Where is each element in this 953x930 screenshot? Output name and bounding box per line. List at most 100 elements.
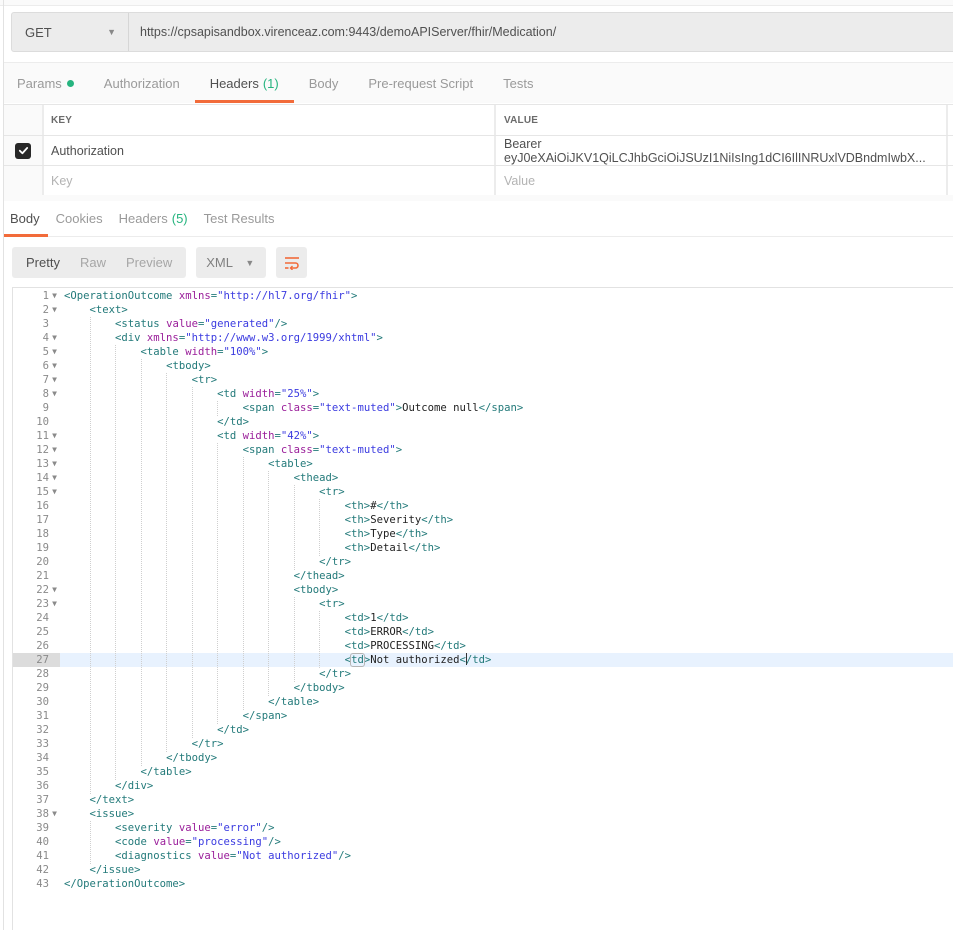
indent-guide: [191, 471, 218, 486]
format-label: XML: [206, 255, 233, 270]
fold-toggle-icon[interactable]: ▼: [52, 375, 57, 384]
code-content: <span class="text-muted">Outcome null</s…: [60, 401, 523, 416]
fold-toggle-icon[interactable]: ▼: [52, 431, 57, 440]
tab-authorization[interactable]: Authorization: [89, 63, 195, 103]
url-input[interactable]: https://cpsapisandbox.virenceaz.com:9443…: [140, 25, 557, 39]
indent-guide: [191, 569, 218, 584]
indent-guide: [242, 485, 269, 500]
code-line: 19 <th>Detail</th>: [13, 541, 953, 556]
tab-body[interactable]: Body: [294, 63, 354, 103]
indent-guide: [140, 527, 167, 542]
tab-response-body[interactable]: Body: [4, 201, 48, 237]
column-header-value: VALUE: [494, 105, 946, 135]
indent-guide: [64, 402, 90, 414]
xml-token-tag: </OperationOutcome>: [64, 878, 186, 890]
fold-toggle-icon[interactable]: ▼: [52, 445, 57, 454]
code-lines: 1▼<OperationOutcome xmlns="http://hl7.or…: [13, 288, 953, 891]
fold-spacer: [49, 737, 60, 751]
indent-guide: [115, 457, 141, 472]
indent-guide: [191, 527, 218, 542]
fold-toggle-icon[interactable]: ▼: [52, 585, 57, 594]
tab-params[interactable]: Params: [4, 63, 89, 103]
code-content: </OperationOutcome>: [60, 877, 185, 891]
xml-token-val: "42%": [280, 430, 313, 442]
xml-token-tag: <OperationOutcome: [64, 290, 179, 302]
indent-guide: [89, 639, 116, 654]
xml-token-tag: >: [395, 444, 403, 456]
code-line: 20 </tr>: [13, 555, 953, 570]
wrap-lines-button[interactable]: [276, 247, 308, 278]
indent-guide: [166, 513, 192, 528]
indent-guide: [319, 653, 345, 668]
line-number: 1: [42, 290, 49, 302]
indent-guide: [217, 555, 243, 570]
indent-guide: [89, 457, 116, 472]
chevron-down-icon: ▼: [245, 257, 255, 268]
line-number: 18: [36, 528, 49, 540]
code-line: 37 </text>: [13, 793, 953, 807]
header-key-input[interactable]: Authorization: [42, 136, 494, 165]
view-preview-button[interactable]: Preview: [125, 255, 173, 270]
new-header-value-input[interactable]: Value: [494, 166, 946, 195]
line-number: 9: [42, 402, 49, 414]
xml-token-val: "25%": [280, 388, 313, 400]
new-header-key-input[interactable]: Key: [42, 166, 494, 195]
indent-guide: [191, 611, 218, 626]
tab-response-headers[interactable]: Headers (5): [111, 201, 196, 236]
line-number: 2: [42, 304, 49, 316]
tab-count-badge: (5): [171, 211, 188, 226]
indent-guide: [217, 457, 243, 472]
line-number: 36: [36, 780, 49, 792]
xml-token-tag: </td>: [402, 626, 434, 638]
indent-guide: [217, 541, 243, 556]
xml-token-tag: >: [261, 346, 269, 358]
indent-guide: [89, 849, 116, 864]
indent-guide: [166, 443, 192, 458]
header-enabled-checkbox[interactable]: [15, 142, 31, 159]
header-value-input[interactable]: Bearer eyJ0eXAiOiJKV1QiLCJhbGciOiJSUzI1N…: [494, 136, 946, 165]
xml-token-txt: ERROR: [370, 626, 403, 638]
fold-toggle-icon[interactable]: ▼: [52, 599, 57, 608]
tab-test-results[interactable]: Test Results: [196, 201, 283, 236]
fold-toggle-icon[interactable]: ▼: [52, 291, 57, 300]
fold-toggle-icon[interactable]: ▼: [52, 459, 57, 468]
indent-guide: [140, 499, 167, 514]
fold-toggle-icon[interactable]: ▼: [52, 473, 57, 482]
line-number: 38: [36, 808, 49, 820]
indent-guide: [319, 527, 345, 542]
indent-guide: [166, 611, 192, 626]
xml-token-tag: <thead>: [293, 472, 339, 484]
view-raw-button[interactable]: Raw: [79, 255, 106, 270]
indent-guide: [166, 387, 192, 402]
fold-toggle-icon[interactable]: ▼: [52, 487, 57, 496]
fold-toggle-icon[interactable]: ▼: [52, 347, 57, 356]
format-select[interactable]: XML ▼: [196, 247, 267, 278]
fold-toggle-icon[interactable]: ▼: [52, 333, 57, 342]
fold-toggle-icon[interactable]: ▼: [52, 305, 57, 314]
indent-guide: [115, 513, 141, 528]
fold-toggle-icon[interactable]: ▼: [52, 809, 57, 818]
code-line: 34 </tbody>: [13, 751, 953, 766]
code-content: <td>1</td>: [60, 611, 408, 626]
fold-spacer: [49, 779, 60, 793]
tab-tests[interactable]: Tests: [488, 63, 548, 103]
line-number: 19: [36, 542, 49, 554]
indent-guide: [293, 625, 320, 640]
fold-toggle-icon[interactable]: ▼: [52, 361, 57, 370]
http-method-select[interactable]: GET ▼: [12, 13, 129, 51]
fold-toggle-icon[interactable]: ▼: [52, 389, 57, 398]
code-line: 14▼ <thead>: [13, 471, 953, 486]
xml-token-tag: </tr>: [191, 738, 224, 750]
indent-guide: [319, 499, 345, 514]
tab-response-cookies[interactable]: Cookies: [48, 201, 111, 236]
indent-guide: [166, 499, 192, 514]
tab-pre-request-script[interactable]: Pre-request Script: [353, 63, 488, 103]
indent-guide: [140, 485, 167, 500]
indent-guide: [115, 555, 141, 570]
tab-headers[interactable]: Headers (1): [194, 63, 294, 103]
indent-guide: [64, 542, 90, 554]
line-number: 12: [36, 444, 49, 456]
view-pretty-button[interactable]: Pretty: [26, 255, 60, 270]
response-body-editor[interactable]: 1▼<OperationOutcome xmlns="http://hl7.or…: [12, 287, 953, 930]
indent-guide: [166, 583, 192, 598]
